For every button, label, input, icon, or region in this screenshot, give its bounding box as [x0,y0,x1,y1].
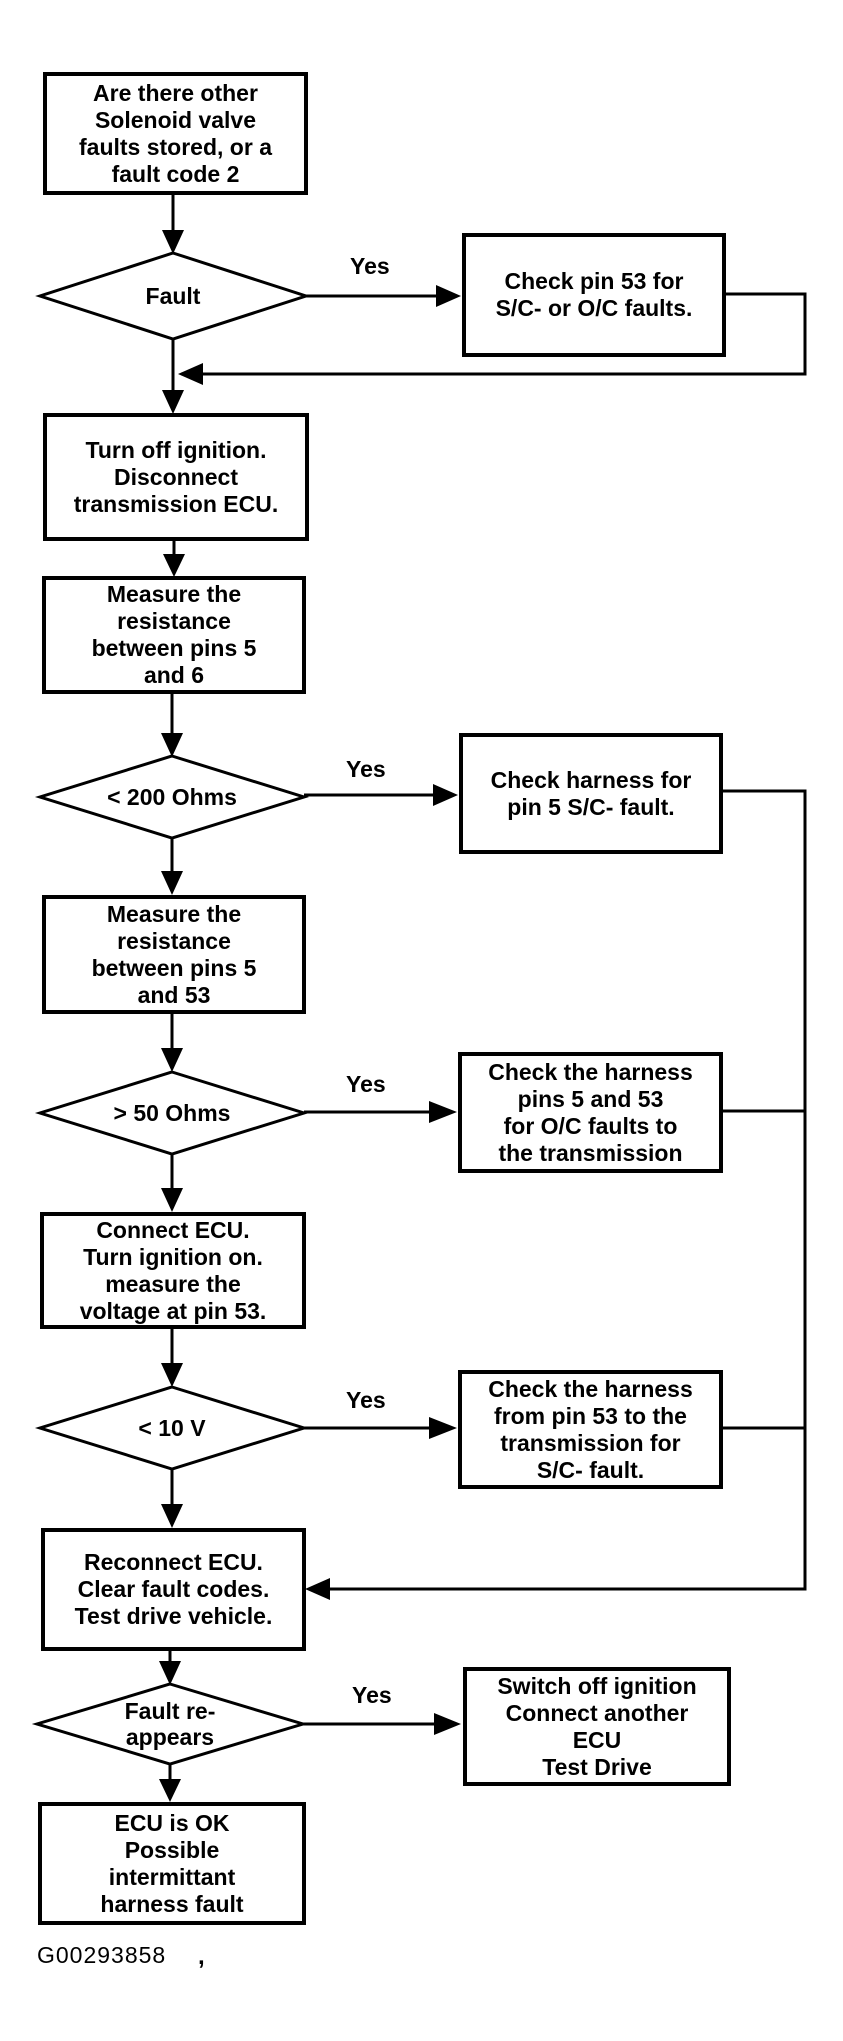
decision-over-50-label: > 50 Ohms [113,1100,231,1126]
node-check-harness-5-53: Check the harness pins 5 and 53 for O/C … [458,1052,723,1173]
arrowhead-into-check-53-trans [429,1417,457,1439]
arrowhead-into-turn-off [162,390,184,414]
yes-label-fault: Yes [350,253,390,279]
arrowhead-into-switch-off [434,1713,461,1735]
arrowhead-into-check-pin53 [436,285,461,307]
node-check-harness-53-trans: Check the harness from pin 53 to the tra… [458,1370,723,1489]
arrowhead-into-connect-ecu [161,1188,183,1212]
arrowhead-into-ecu-ok [159,1779,181,1802]
decision-under-200-shape [34,754,310,840]
node-connect-ecu: Connect ECU. Turn ignition on. measure t… [40,1212,306,1329]
figure-code: G00293858 [37,1942,167,1968]
node-check-harness-pin5: Check harness for pin 5 S/C- fault. [459,733,723,854]
arrowhead-into-measure-5-53 [161,871,183,895]
node-turn-off-ignition: Turn off ignition. Disconnect transmissi… [43,413,309,541]
node-start: Are there other Solenoid valve faults st… [43,72,308,195]
decision-under-10v-label: < 10 V [138,1415,206,1441]
node-measure-pins-5-53: Measure the resistance between pins 5 an… [42,895,306,1014]
yes-label-under-200: Yes [346,756,386,782]
arrowhead-loop-into-mainline [178,363,203,385]
decision-reappears-shape [31,1682,309,1766]
arrowhead-into-check-5-53 [429,1101,457,1123]
edge-check-pin53-return-loop [181,292,807,376]
arrowhead-rail-into-reconnect [305,1578,330,1600]
arrowhead-into-measure-5-6 [163,554,185,577]
arrowhead-into-over-50 [161,1048,183,1072]
decision-over-50-shape [34,1070,310,1156]
arrowhead-into-fault [162,230,184,254]
node-check-pin53: Check pin 53 for S/C- or O/C faults. [462,233,726,357]
decision-under-200-label: < 200 Ohms [107,784,237,810]
arrowhead-into-under-10v [161,1363,183,1387]
yes-label-over-50: Yes [346,1071,386,1097]
node-measure-pins-5-6: Measure the resistance between pins 5 an… [42,576,306,694]
node-switch-off-ignition: Switch off ignition Connect another ECU … [463,1667,731,1786]
decision-fault-shape [35,251,311,341]
decision-fault-label: Fault [145,283,201,309]
edge-right-return-rail [329,789,807,1591]
arrowhead-into-reconnect-top [161,1504,183,1528]
arrowhead-into-reappears [159,1661,181,1685]
node-ecu-ok: ECU is OK Possible intermittant harness … [38,1802,306,1925]
arrowhead-into-under-200 [161,733,183,757]
yes-label-reappears: Yes [352,1682,392,1708]
stray-mark: , [198,1943,205,1970]
node-reconnect-ecu: Reconnect ECU. Clear fault codes. Test d… [41,1528,306,1651]
arrowhead-into-check-harness-pin5 [433,784,458,806]
decision-reappears-label: Fault re- appears [124,1698,216,1750]
decision-under-10v-shape [34,1385,310,1471]
yes-label-under-10v: Yes [346,1387,386,1413]
